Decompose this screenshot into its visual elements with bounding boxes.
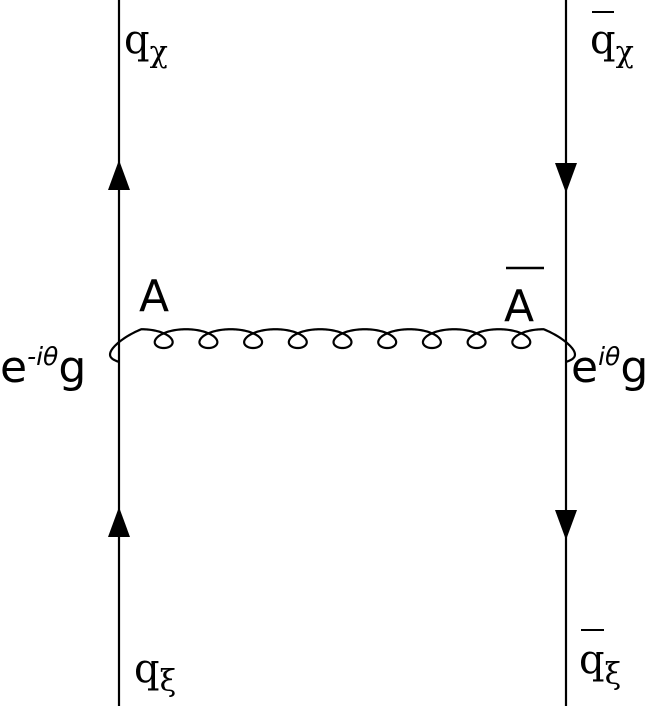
label-qbar-chi-right: qχ	[590, 17, 634, 70]
label-q-chi-left: qχ	[124, 17, 168, 70]
gluon-line	[108, 328, 577, 364]
left-upper-arrow-icon	[108, 160, 130, 190]
right-upper-arrow-icon	[555, 163, 577, 193]
vertex-coupling-right: eiθg	[571, 342, 648, 393]
left-lower-arrow-icon	[108, 507, 130, 537]
label-q-xi-left: qξ	[134, 646, 176, 699]
right-lower-arrow-icon	[555, 510, 577, 540]
gluon-label-abar: A	[504, 281, 534, 332]
vertex-coupling-left: e-iθg	[0, 342, 86, 393]
gluon-label-a: A	[139, 271, 169, 322]
label-qbar-xi-right: qξ	[579, 637, 621, 692]
